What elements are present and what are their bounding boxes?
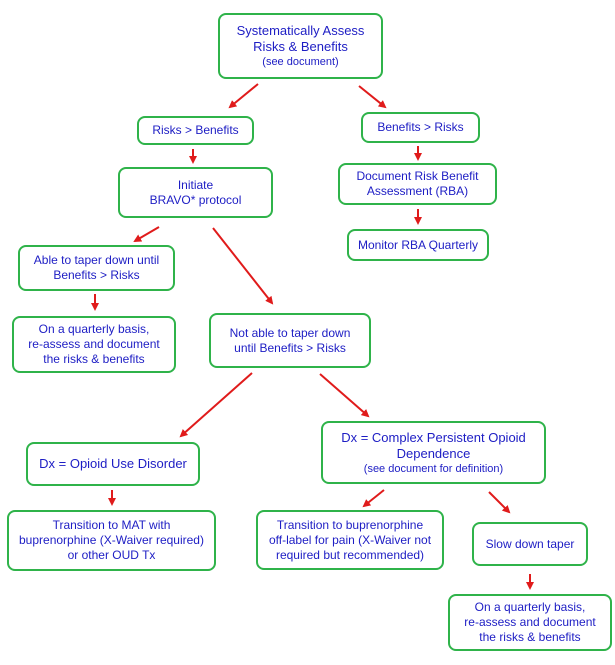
- node-text-line: Systematically Assess: [236, 23, 365, 38]
- node-risks-gt-benefits: Risks > Benefits: [137, 116, 254, 145]
- node-text-line: Document Risk Benefit: [356, 169, 479, 183]
- node-transition-mat: Transition to MAT with buprenorphine (X-…: [7, 510, 216, 571]
- node-text-line: off-label for pain (X-Waiver not: [268, 532, 432, 547]
- arrow-notable-to-cpod: [319, 373, 370, 418]
- node-text-line: buprenorphine (X-Waiver required): [19, 533, 204, 547]
- arrow-cpod-to-offlabel: [362, 489, 385, 508]
- node-text-line: BRAVO* protocol: [149, 192, 242, 207]
- arrow-bravo-to-notable: [212, 227, 274, 305]
- node-text-line: Assessment (RBA): [366, 184, 469, 198]
- node-not-able-to-taper: Not able to taper down until Benefits > …: [209, 313, 371, 368]
- node-dx-opioid-use-disorder: Dx = Opioid Use Disorder: [26, 442, 200, 486]
- node-dx-complex-persistent: Dx = Complex Persistent Opioid Dependenc…: [321, 421, 546, 484]
- node-text-line: re-assess and document: [28, 337, 160, 351]
- node-text-line: Transition to MAT with: [52, 518, 171, 532]
- node-text-line: Dx = Complex Persistent Opioid: [341, 429, 526, 445]
- node-text-line: Dx = Opioid Use Disorder: [39, 456, 187, 471]
- node-monitor-rba: Monitor RBA Quarterly: [347, 229, 489, 261]
- node-text-line: On a quarterly basis,: [474, 600, 586, 614]
- node-text-line: the risks & benefits: [43, 352, 145, 366]
- node-text-line: re-assess and document: [464, 615, 596, 629]
- node-document-rba: Document Risk Benefit Assessment (RBA): [338, 163, 497, 205]
- node-benefits-gt-risks: Benefits > Risks: [361, 112, 480, 143]
- arrow-assess-to-risks: [228, 83, 259, 109]
- node-text-line: (see document for definition): [363, 462, 504, 475]
- node-text-line: Slow down taper: [485, 536, 575, 551]
- node-text-line: Dependence: [396, 445, 471, 461]
- node-able-to-taper: Able to taper down until Benefits > Risk…: [18, 245, 175, 291]
- node-quarterly-reassess-left: On a quarterly basis, re-assess and docu…: [12, 316, 176, 373]
- node-text-line: Initiate: [177, 177, 214, 192]
- node-text-line: Not able to taper down: [229, 325, 351, 340]
- node-text-line: Risks > Benefits: [152, 123, 239, 137]
- node-text-line: Monitor RBA Quarterly: [357, 237, 479, 252]
- node-text-line: Benefits > Risks: [53, 268, 140, 282]
- node-text-line: Risks & Benefits: [253, 39, 348, 54]
- node-text-line: until Benefits > Risks: [234, 340, 346, 355]
- arrow-cpod-to-slowtaper: [488, 491, 511, 514]
- node-text-line: or other OUD Tx: [67, 548, 156, 562]
- node-text-line: (see document): [262, 56, 339, 68]
- node-text-line: Benefits > Risks: [377, 120, 464, 134]
- node-text-line: Transition to buprenorphine: [276, 517, 424, 532]
- node-text-line: On a quarterly basis,: [38, 322, 150, 336]
- node-transition-buprenorphine-offlabel: Transition to buprenorphine off-label fo…: [256, 510, 444, 570]
- node-quarterly-reassess-right: On a quarterly basis, re-assess and docu…: [448, 594, 612, 651]
- node-slow-down-taper: Slow down taper: [472, 522, 588, 566]
- arrow-notable-to-oud: [179, 372, 253, 438]
- node-text-line: Able to taper down until: [33, 253, 160, 267]
- arrow-bravo-to-able: [133, 226, 160, 243]
- node-initiate-bravo: Initiate BRAVO* protocol: [118, 167, 273, 218]
- node-text-line: required but recommended): [275, 547, 425, 562]
- node-text-line: the risks & benefits: [479, 630, 581, 644]
- arrow-assess-to-benefits: [358, 85, 387, 109]
- node-systematically-assess: Systematically Assess Risks & Benefits (…: [218, 13, 383, 79]
